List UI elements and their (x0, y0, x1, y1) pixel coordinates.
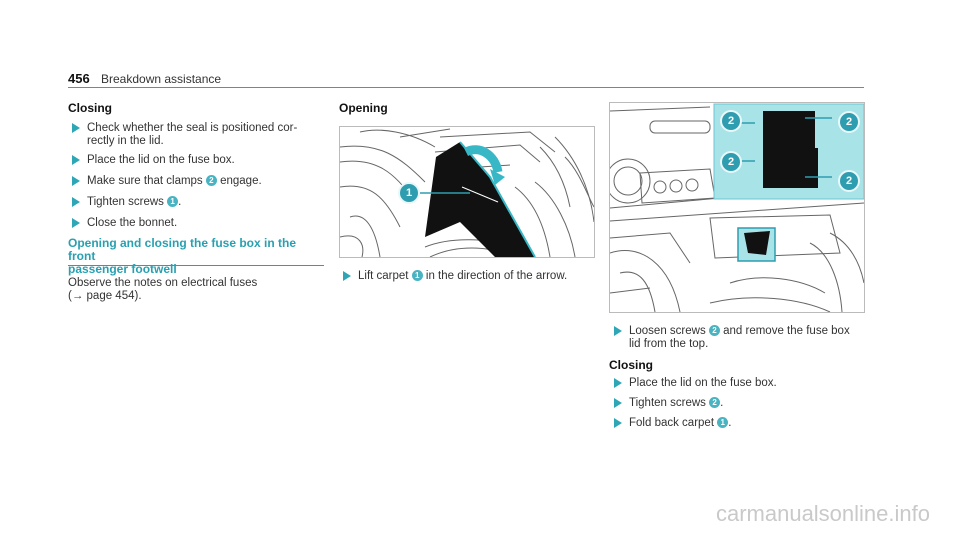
step-text-part: engage. (220, 175, 262, 187)
step-text-part: and remove the fuse box (723, 325, 850, 337)
step-text-cont: rectly in the lid. (87, 135, 164, 147)
step-text-part: in the direction of the arrow. (425, 270, 568, 282)
fuse-box-illustration: 2 2 2 2 (609, 102, 865, 313)
step-text: Check whether the seal is positioned cor… (87, 122, 298, 134)
step-arrow-icon (72, 155, 80, 165)
closing-heading: Closing (68, 101, 112, 115)
step-arrow-icon (614, 326, 622, 336)
note-link-text[interactable]: (→ page 454). (68, 290, 142, 302)
carpet-illustration: 1 (339, 126, 595, 258)
callout-badge: 1 (167, 196, 179, 207)
step-text: Tighten screws 1. (87, 196, 181, 209)
step-arrow-icon (72, 218, 80, 228)
callout-badge: 1 (717, 417, 729, 428)
fuse-box-drawing-icon (610, 103, 864, 312)
page-header-title: Breakdown assistance (101, 72, 222, 86)
callout-badge: 2 (709, 397, 721, 408)
step-text: Close the bonnet. (87, 217, 178, 229)
image-callout: 2 (838, 111, 860, 133)
closing-steps: Check whether the seal is positioned cor… (68, 122, 328, 222)
step-text: Place the lid on the fuse box. (87, 154, 235, 166)
step-text-part: Lift carpet (358, 270, 409, 282)
step-text-part: Tighten screws (629, 397, 706, 409)
step-arrow-icon (72, 123, 80, 133)
step-arrow-icon (614, 418, 622, 428)
page-number: 456 (68, 71, 90, 86)
section-heading: Opening and closing the fuse box in the … (68, 237, 324, 276)
step-arrow-icon (72, 197, 80, 207)
closing-heading: Closing (609, 358, 653, 372)
callout-badge: 1 (411, 270, 423, 281)
image-callout: 2 (720, 110, 742, 132)
step-text-part: Make sure that clamps (87, 175, 203, 187)
step-arrow-icon (72, 176, 80, 186)
step-text-part: Tighten screws (87, 196, 164, 208)
callout-badge: 2 (708, 325, 720, 336)
step-text: Loosen screws 2 and remove the fuse box (629, 325, 850, 338)
header-divider (68, 87, 864, 88)
step-text-part: . (728, 417, 732, 429)
step-text-cont: lid from the top. (629, 338, 709, 350)
step-text-part: Fold back carpet (629, 417, 715, 429)
step-text: Tighten screws 2. (629, 397, 723, 410)
image-callout: 1 (398, 182, 420, 204)
section-heading-line: Opening and closing the fuse box in the … (68, 236, 297, 263)
step-text-part: . (178, 196, 182, 208)
image-callout: 2 (838, 170, 860, 192)
callout-badge: 2 (205, 175, 217, 186)
step-arrow-icon (614, 398, 622, 408)
step-text-part: Loosen screws (629, 325, 706, 337)
opening-heading: Opening (339, 101, 388, 115)
section-divider (68, 265, 324, 266)
carpet-drawing-icon (340, 128, 594, 257)
step-arrow-icon (343, 271, 351, 281)
step-text: Fold back carpet 1. (629, 417, 731, 430)
note-text: Observe the notes on electrical fuses (68, 277, 258, 289)
step-text: Make sure that clamps 2 engage. (87, 175, 262, 188)
step-text-part: . (720, 397, 724, 409)
step-text: Place the lid on the fuse box. (629, 377, 777, 389)
image-callout: 2 (720, 151, 742, 173)
step-text: Lift carpet 1 in the direction of the ar… (358, 270, 567, 283)
watermark: carmanualsonline.info (715, 501, 930, 526)
step-arrow-icon (614, 378, 622, 388)
